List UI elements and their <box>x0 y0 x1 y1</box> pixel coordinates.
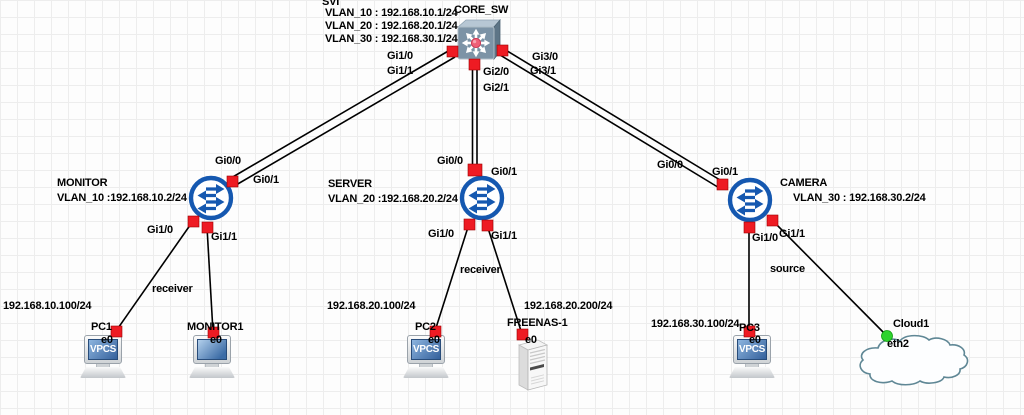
pc-screen <box>197 339 227 360</box>
link-server-pc2[interactable] <box>434 223 470 332</box>
endpoint-pc2-e0 <box>429 325 442 338</box>
pc-keyboard <box>403 367 449 378</box>
link-core-camera-gi3-1[interactable] <box>499 54 722 190</box>
endpoint-pc1-e0 <box>110 325 123 338</box>
node-monitor-switch-icon[interactable] <box>187 174 235 222</box>
pc-monitor-frame: VPCS <box>733 335 771 364</box>
endpoint-core-gi3 <box>496 44 509 57</box>
switch-arrows-icon <box>197 184 225 214</box>
link-monitor-pc1[interactable] <box>115 220 194 332</box>
pc-screen: VPCS <box>411 339 441 360</box>
endpoint-monitor-gi1-1 <box>201 221 214 234</box>
endpoint-server-gi0 <box>467 163 483 177</box>
pc-monitor-frame: VPCS <box>407 335 445 364</box>
endpoint-server-gi1-1 <box>481 219 494 232</box>
link-server-freenas[interactable] <box>486 224 523 335</box>
link-camera-cloud[interactable] <box>771 219 888 337</box>
server-tower-vents <box>530 374 545 385</box>
endpoint-cloud-eth2-green <box>881 330 893 342</box>
endpoint-camera-gi1-1 <box>766 214 779 227</box>
node-pc3-icon[interactable]: VPCS <box>729 335 775 378</box>
pc-keyboard <box>80 367 126 378</box>
cloud-icon <box>859 334 969 386</box>
pc-keyboard <box>189 367 235 378</box>
node-camera-switch-icon[interactable] <box>726 176 774 224</box>
pc-keyboard <box>729 367 775 378</box>
node-cloud1-icon[interactable] <box>853 332 971 388</box>
node-pc1-icon[interactable]: VPCS <box>80 335 126 378</box>
pc-monitor-frame <box>193 335 231 364</box>
link-core-camera-gi3-0[interactable] <box>503 48 726 184</box>
server-tower-drive-slot <box>530 364 544 371</box>
node-core-sw-icon[interactable] <box>456 18 502 61</box>
node-freenas-icon[interactable] <box>514 336 552 391</box>
switch-arrows-icon <box>736 186 764 216</box>
endpoint-monitor-gi0 <box>226 175 239 188</box>
endpoint-camera-gi1-0 <box>743 221 756 234</box>
link-monitor-monitor1[interactable] <box>206 226 214 333</box>
endpoint-freenas-e0 <box>516 328 529 341</box>
pc-screen: VPCS <box>88 339 118 360</box>
node-server-switch-icon[interactable] <box>458 174 506 222</box>
endpoint-camera-gi0 <box>716 178 729 191</box>
link-core-monitor-gi1-1[interactable] <box>235 56 456 186</box>
pc-monitor-frame: VPCS <box>84 335 122 364</box>
endpoint-pc3-e0 <box>743 325 756 338</box>
endpoint-core-gi1 <box>446 45 459 58</box>
core-switch-hub-highlight <box>473 40 477 44</box>
switch-arrows-icon <box>468 184 496 214</box>
endpoint-monitor1-e0 <box>207 326 220 339</box>
server-tower-bays <box>529 348 546 365</box>
endpoint-monitor-gi1-0 <box>187 215 200 228</box>
endpoint-core-gi2 <box>468 58 481 71</box>
endpoint-server-gi1-0 <box>463 218 476 231</box>
node-monitor1-icon[interactable] <box>189 335 235 378</box>
node-pc2-icon[interactable]: VPCS <box>403 335 449 378</box>
link-core-monitor-gi1-0[interactable] <box>230 49 451 179</box>
pc-screen: VPCS <box>737 339 767 360</box>
